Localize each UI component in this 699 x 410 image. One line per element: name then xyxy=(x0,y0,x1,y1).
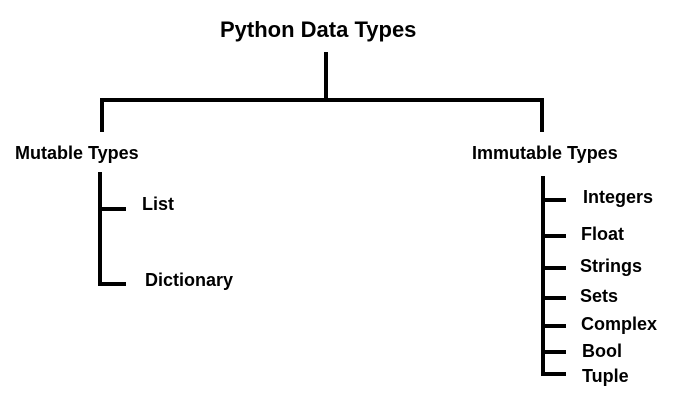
leaf-strings: Strings xyxy=(580,256,643,276)
leaf-float: Float xyxy=(581,224,624,244)
branch-label-immutable: Immutable Types xyxy=(472,143,618,163)
leaf-list: List xyxy=(142,194,175,214)
leaf-complex: Complex xyxy=(581,314,658,334)
leaf-integers: Integers xyxy=(583,187,654,207)
root-label: Python Data Types xyxy=(220,17,417,42)
leaf-tuple: Tuple xyxy=(582,366,629,386)
leaf-dictionary: Dictionary xyxy=(145,270,234,290)
leaf-sets: Sets xyxy=(580,286,619,306)
branch-label-mutable: Mutable Types xyxy=(15,143,139,163)
leaf-bool: Bool xyxy=(582,341,622,361)
